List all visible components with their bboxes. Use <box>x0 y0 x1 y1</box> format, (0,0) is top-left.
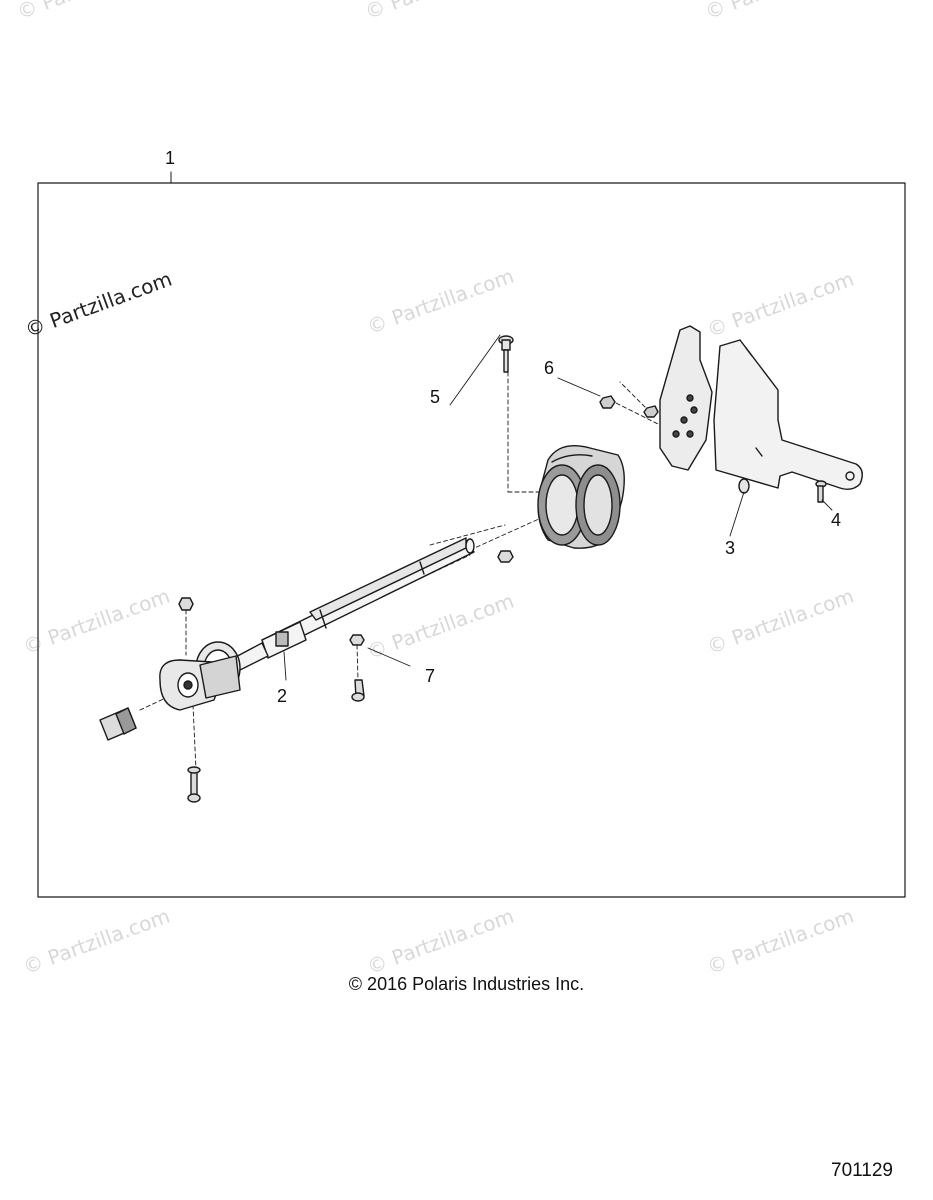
copyright-text: © 2016 Polaris Industries Inc. <box>348 974 585 994</box>
bolt-item-5 <box>498 335 514 373</box>
assembly-frame <box>37 182 906 898</box>
callout-2: 2 <box>277 686 288 706</box>
steering-shaft <box>229 537 475 673</box>
callout-6: 6 <box>544 358 555 378</box>
universal-joint <box>159 641 241 711</box>
callout-5: 5 <box>430 387 441 407</box>
lower-hardware <box>178 550 514 803</box>
shaft-end-cap <box>99 707 137 741</box>
callout-7: 7 <box>425 666 436 686</box>
mounting-plate <box>713 339 863 491</box>
nut-item-6 <box>599 395 659 418</box>
drawing-number: 701129 <box>831 1160 893 1181</box>
callout-3: 3 <box>725 538 736 558</box>
callout-4: 4 <box>831 510 842 530</box>
mounting-bracket <box>659 325 713 471</box>
screw-item-4 <box>815 480 827 503</box>
callout-1: 1 <box>165 148 176 168</box>
switch-housing <box>537 445 625 549</box>
